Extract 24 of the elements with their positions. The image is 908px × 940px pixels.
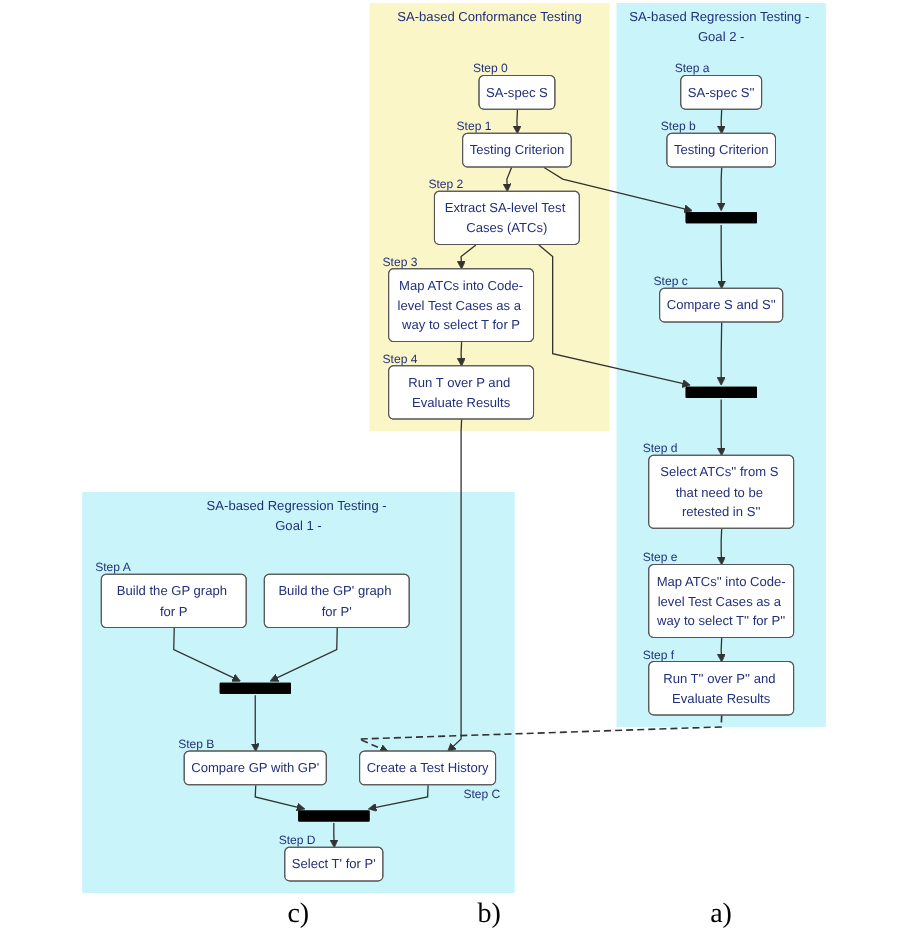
arrow bbox=[716, 637, 726, 663]
arrow bbox=[502, 166, 513, 193]
arrow bbox=[329, 822, 339, 849]
arrow bbox=[367, 784, 429, 812]
arrow bbox=[716, 321, 726, 386]
arrow bbox=[358, 714, 723, 753]
arrow bbox=[254, 784, 306, 812]
arrow bbox=[716, 166, 726, 212]
arrow bbox=[512, 109, 522, 135]
subfigure-label: c) bbox=[287, 900, 310, 932]
arrow bbox=[716, 398, 726, 457]
arrow bbox=[538, 244, 691, 388]
subfigure-label: b) bbox=[477, 900, 501, 932]
arrow bbox=[447, 418, 463, 752]
arrow bbox=[717, 224, 726, 290]
arrow bbox=[173, 627, 241, 682]
arrow bbox=[716, 528, 726, 566]
arrow bbox=[543, 166, 693, 214]
arrow bbox=[456, 244, 477, 270]
arrow bbox=[251, 694, 260, 752]
arrow bbox=[456, 341, 466, 367]
subfigure-label: a) bbox=[710, 900, 732, 932]
arrow bbox=[269, 627, 338, 682]
arrow bbox=[716, 109, 726, 135]
